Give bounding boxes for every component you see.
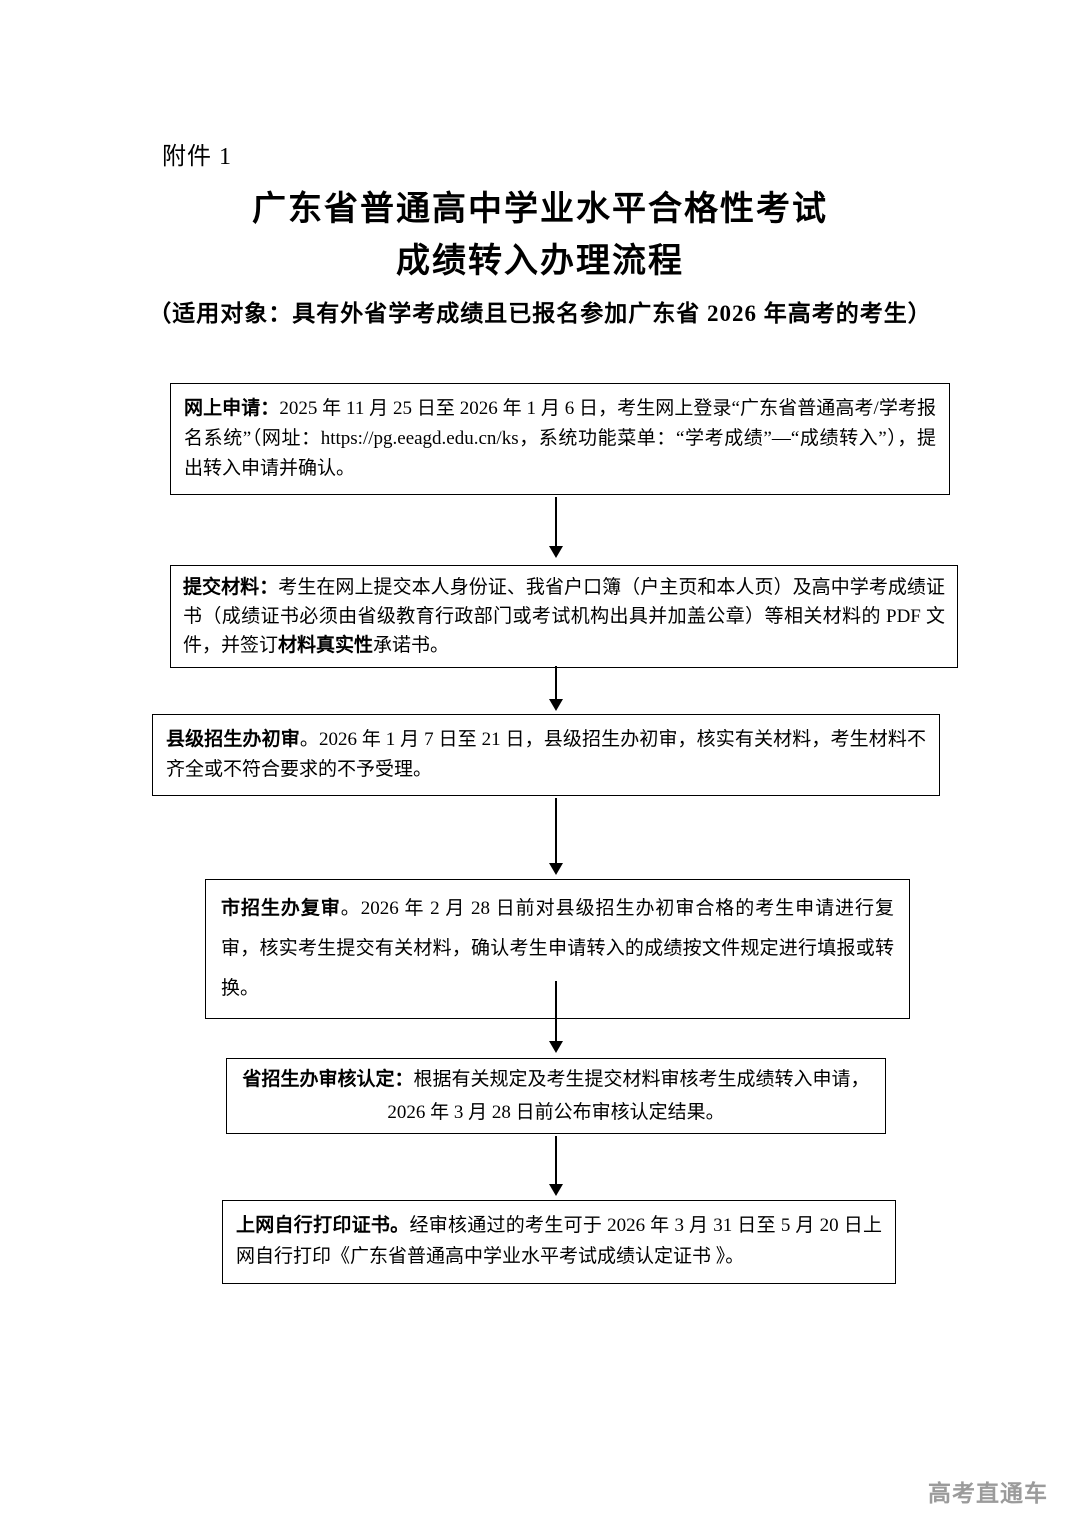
document-title: 广东省普通高中学业水平合格性考试 成绩转入办理流程 — [0, 184, 1080, 288]
step-lead-text: 上网自行打印证书。 — [236, 1215, 410, 1236]
step-body-text: 考生在网上提交本人身份证、我省户口簿（户主页和本人页）及高中学考成绩证书（成绩证… — [183, 577, 945, 656]
watermark-logo: 高考直通车 — [928, 1480, 1048, 1506]
step-body-text: 。2026 年 2 月 28 日前对县级招生办初审合格的考生申请进行复审，核实考… — [221, 898, 894, 999]
step-body-text-cont: 承诺书。 — [373, 635, 450, 656]
step-lead-text: 提交材料： — [183, 577, 279, 598]
step-lead-text: 省招生办审核认定： — [242, 1069, 414, 1090]
flow-step-province-verification: 省招生办审核认定：根据有关规定及考生提交材料审核考生成绩转入申请，2026 年 … — [226, 1058, 886, 1134]
step-lead-text: 网上申请： — [184, 398, 280, 419]
title-line-1: 广东省普通高中学业水平合格性考试 — [252, 191, 828, 228]
flow-step-city-review: 市招生办复审。2026 年 2 月 28 日前对县级招生办初审合格的考生申请进行… — [205, 879, 910, 1019]
step-lead-text: 县级招生办初审 — [166, 729, 300, 750]
step-body-text: 根据有关规定及考生提交材料审核考生成绩转入申请，2026 年 3 月 28 日前… — [387, 1069, 870, 1123]
flow-arrow-down-1 — [555, 497, 557, 547]
audience-note: （适用对象：具有外省学考成绩且已报名参加广东省 2026 年高考的考生） — [148, 301, 932, 326]
flow-step-submit-materials: 提交材料：考生在网上提交本人身份证、我省户口簿（户主页和本人页）及高中学考成绩证… — [170, 565, 958, 668]
step-emphasis-text: 材料真实性 — [278, 635, 374, 656]
flow-step-online-application: 网上申请：2025 年 11 月 25 日至 2026 年 1 月 6 日，考生… — [170, 383, 950, 495]
flow-arrow-down-5 — [555, 1136, 557, 1185]
flow-step-county-initial-review: 县级招生办初审。2026 年 1 月 7 日至 21 日，县级招生办初审，核实有… — [152, 714, 940, 796]
step-body-text: 经审核通过的考生可于 2026 年 3 月 31 日至 5 月 20 日上网自行… — [236, 1215, 882, 1267]
step-lead-text: 市招生办复审 — [221, 898, 341, 919]
flow-arrow-down-3 — [555, 798, 557, 864]
title-line-2: 成绩转入办理流程 — [396, 243, 684, 280]
flow-step-print-certificate: 上网自行打印证书。经审核通过的考生可于 2026 年 3 月 31 日至 5 月… — [222, 1200, 896, 1284]
flow-arrow-down-4 — [555, 981, 557, 1042]
attachment-label: 附件 1 — [162, 144, 232, 170]
flow-arrow-down-2 — [555, 666, 557, 700]
step-body-text: 。2026 年 1 月 7 日至 21 日，县级招生办初审，核实有关材料，考生材… — [166, 729, 926, 780]
step-body-text: 2025 年 11 月 25 日至 2026 年 1 月 6 日，考生网上登录“… — [184, 398, 936, 479]
